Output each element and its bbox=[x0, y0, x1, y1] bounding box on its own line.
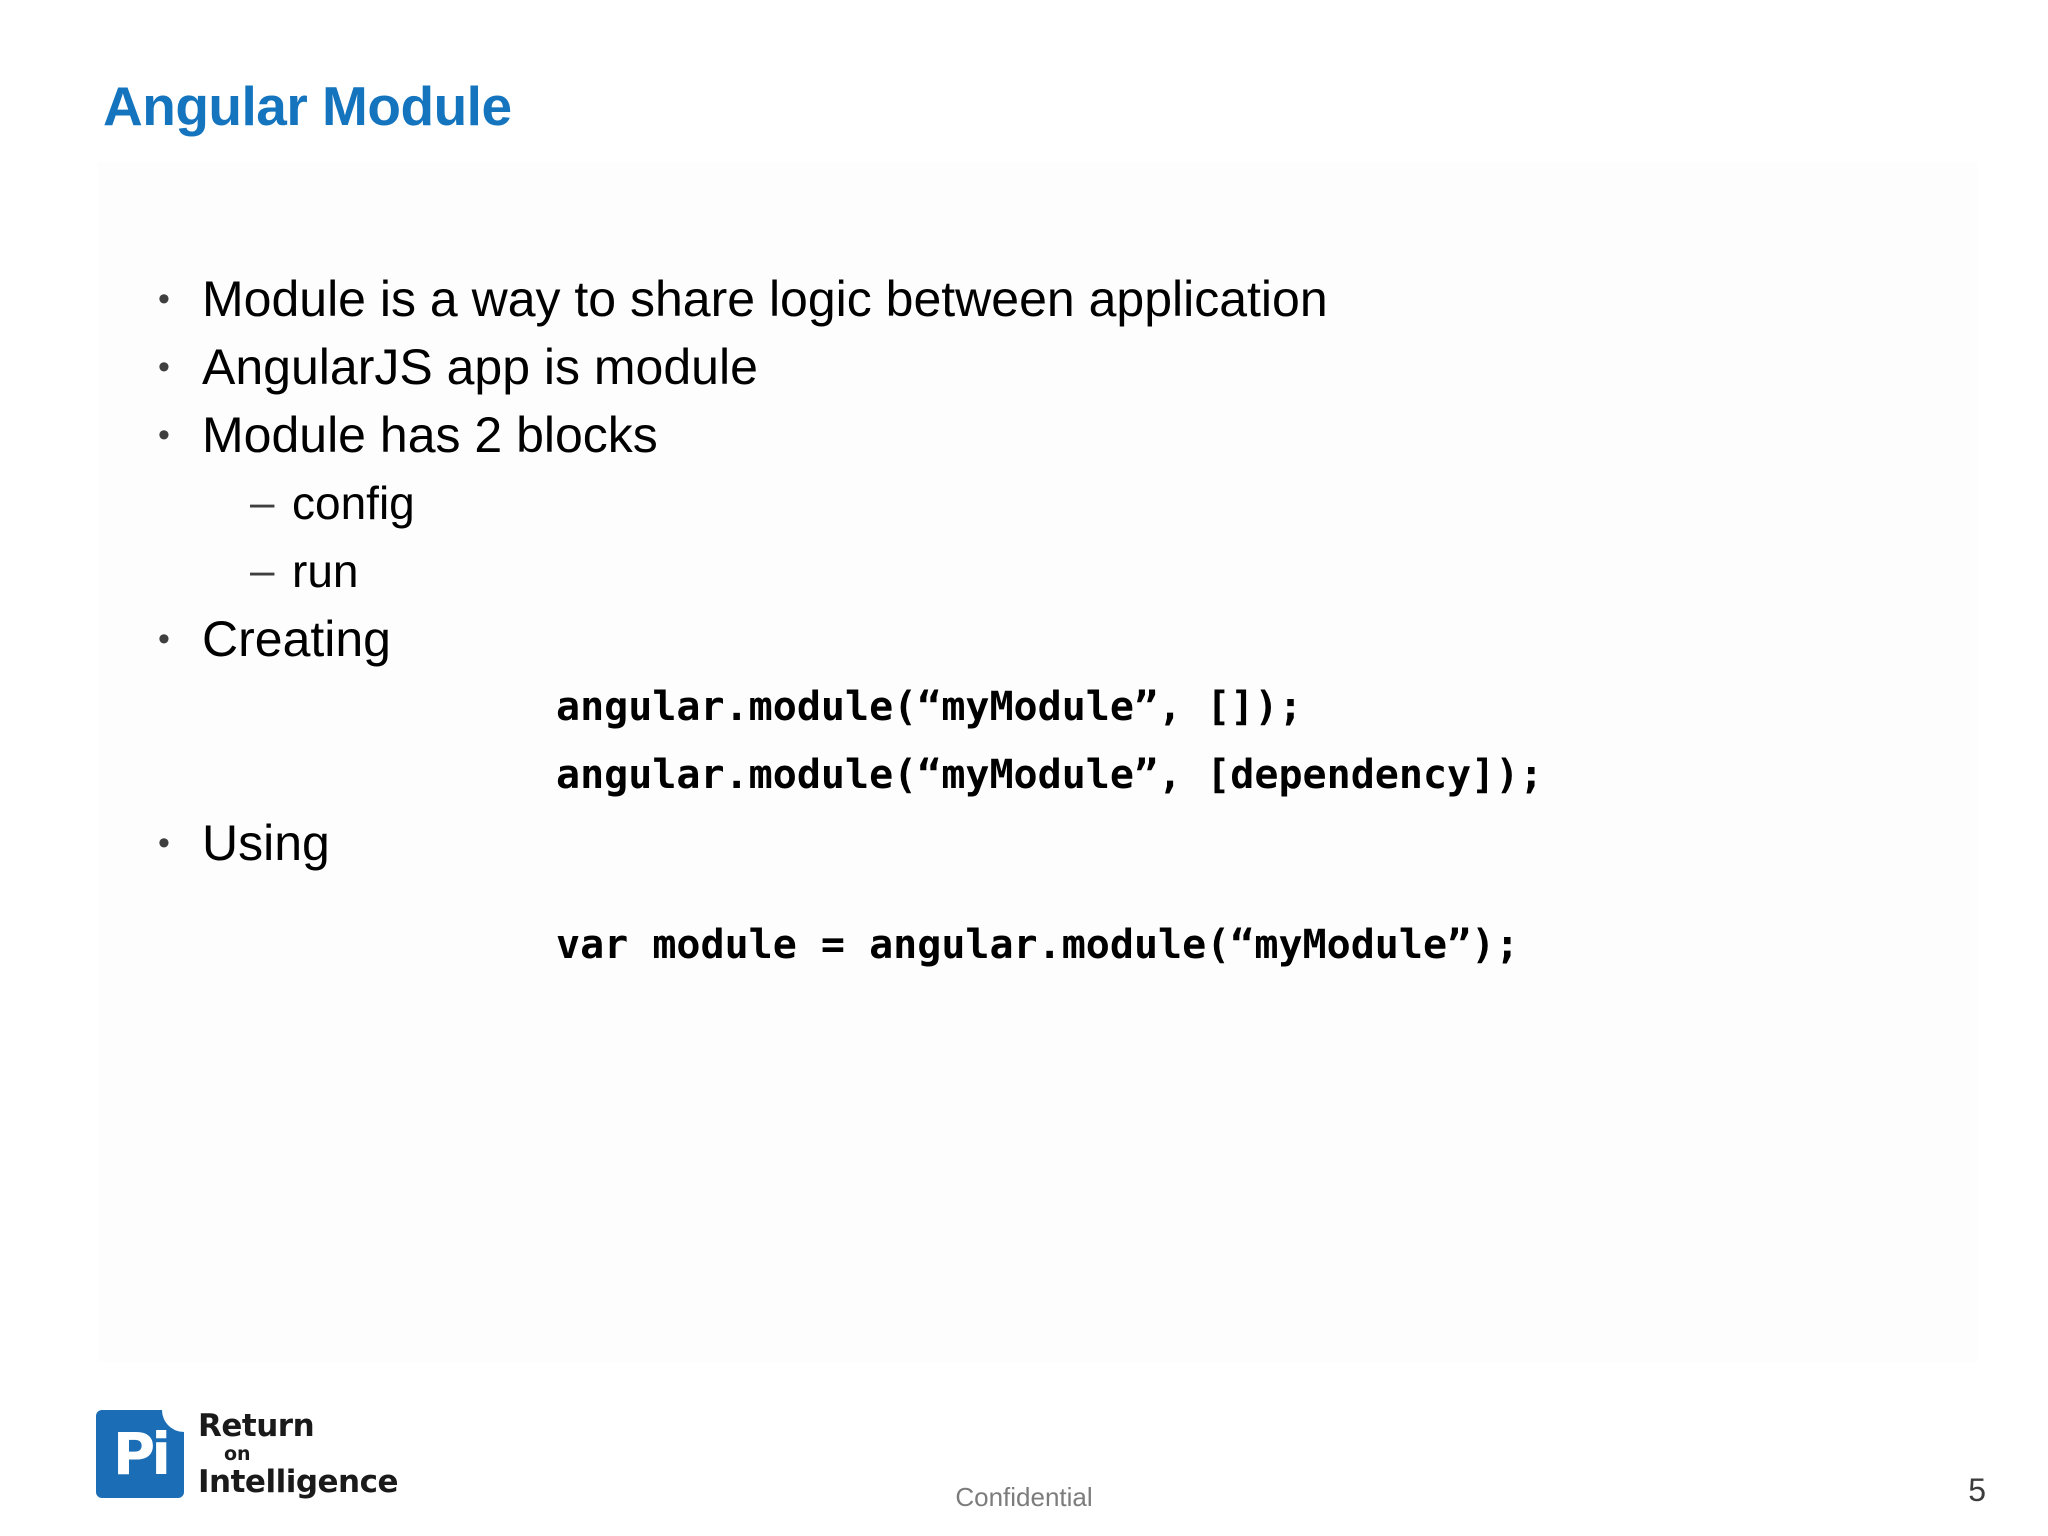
code-line: var module = angular.module(“myModule”); bbox=[556, 922, 1520, 968]
code-line: angular.module(“myModule”, [dependency])… bbox=[556, 752, 1544, 798]
bullet-item: • Module is a way to share logic between … bbox=[150, 265, 1950, 333]
logo-monogram: Рi bbox=[112, 1420, 171, 1488]
round-bullet-icon: • bbox=[158, 348, 170, 386]
bullet-label: run bbox=[292, 545, 359, 597]
logo-line-return: Return bbox=[198, 1407, 315, 1444]
logo-line-on: on bbox=[224, 1442, 251, 1465]
bullet-item: • Using bbox=[150, 809, 1950, 877]
bullet-label: Creating bbox=[202, 611, 391, 667]
sub-bullet-item: –config bbox=[250, 469, 1950, 537]
round-bullet-icon: • bbox=[158, 416, 170, 454]
logo-line-intelligence: Intelligence bbox=[198, 1463, 399, 1500]
sub-bullet-item: –run bbox=[250, 537, 1950, 605]
return-on-intelligence-logo-icon: Рi bbox=[96, 1410, 184, 1498]
code-spacer bbox=[150, 877, 1950, 911]
code-line: angular.module(“myModule”, []); bbox=[556, 684, 1303, 730]
bullet-label: AngularJS app is module bbox=[202, 339, 758, 395]
round-bullet-icon: • bbox=[158, 620, 170, 658]
bullet-label: Module is a way to share logic between a… bbox=[202, 271, 1328, 327]
slide-body-list: • Module is a way to share logic between … bbox=[150, 265, 1950, 979]
logo-wordmark: Return on Intelligence bbox=[198, 1407, 399, 1500]
page-title: Angular Module bbox=[103, 75, 512, 137]
dash-bullet-icon: – bbox=[250, 546, 275, 595]
bullet-item: • Module has 2 blocks bbox=[150, 401, 1950, 469]
bullet-label: config bbox=[292, 477, 415, 529]
bullet-item: • AngularJS app is module bbox=[150, 333, 1950, 401]
round-bullet-icon: • bbox=[158, 824, 170, 862]
confidential-label: Confidential bbox=[955, 1482, 1093, 1512]
bullet-label: Module has 2 blocks bbox=[202, 407, 658, 463]
company-logo: Рi Return on Intelligence bbox=[96, 1407, 399, 1500]
dash-bullet-icon: – bbox=[250, 478, 275, 527]
round-bullet-icon: • bbox=[158, 280, 170, 318]
bullet-item: • Creating bbox=[150, 605, 1950, 673]
bullet-label: Using bbox=[202, 815, 330, 871]
page-number: 5 bbox=[1968, 1472, 1986, 1508]
